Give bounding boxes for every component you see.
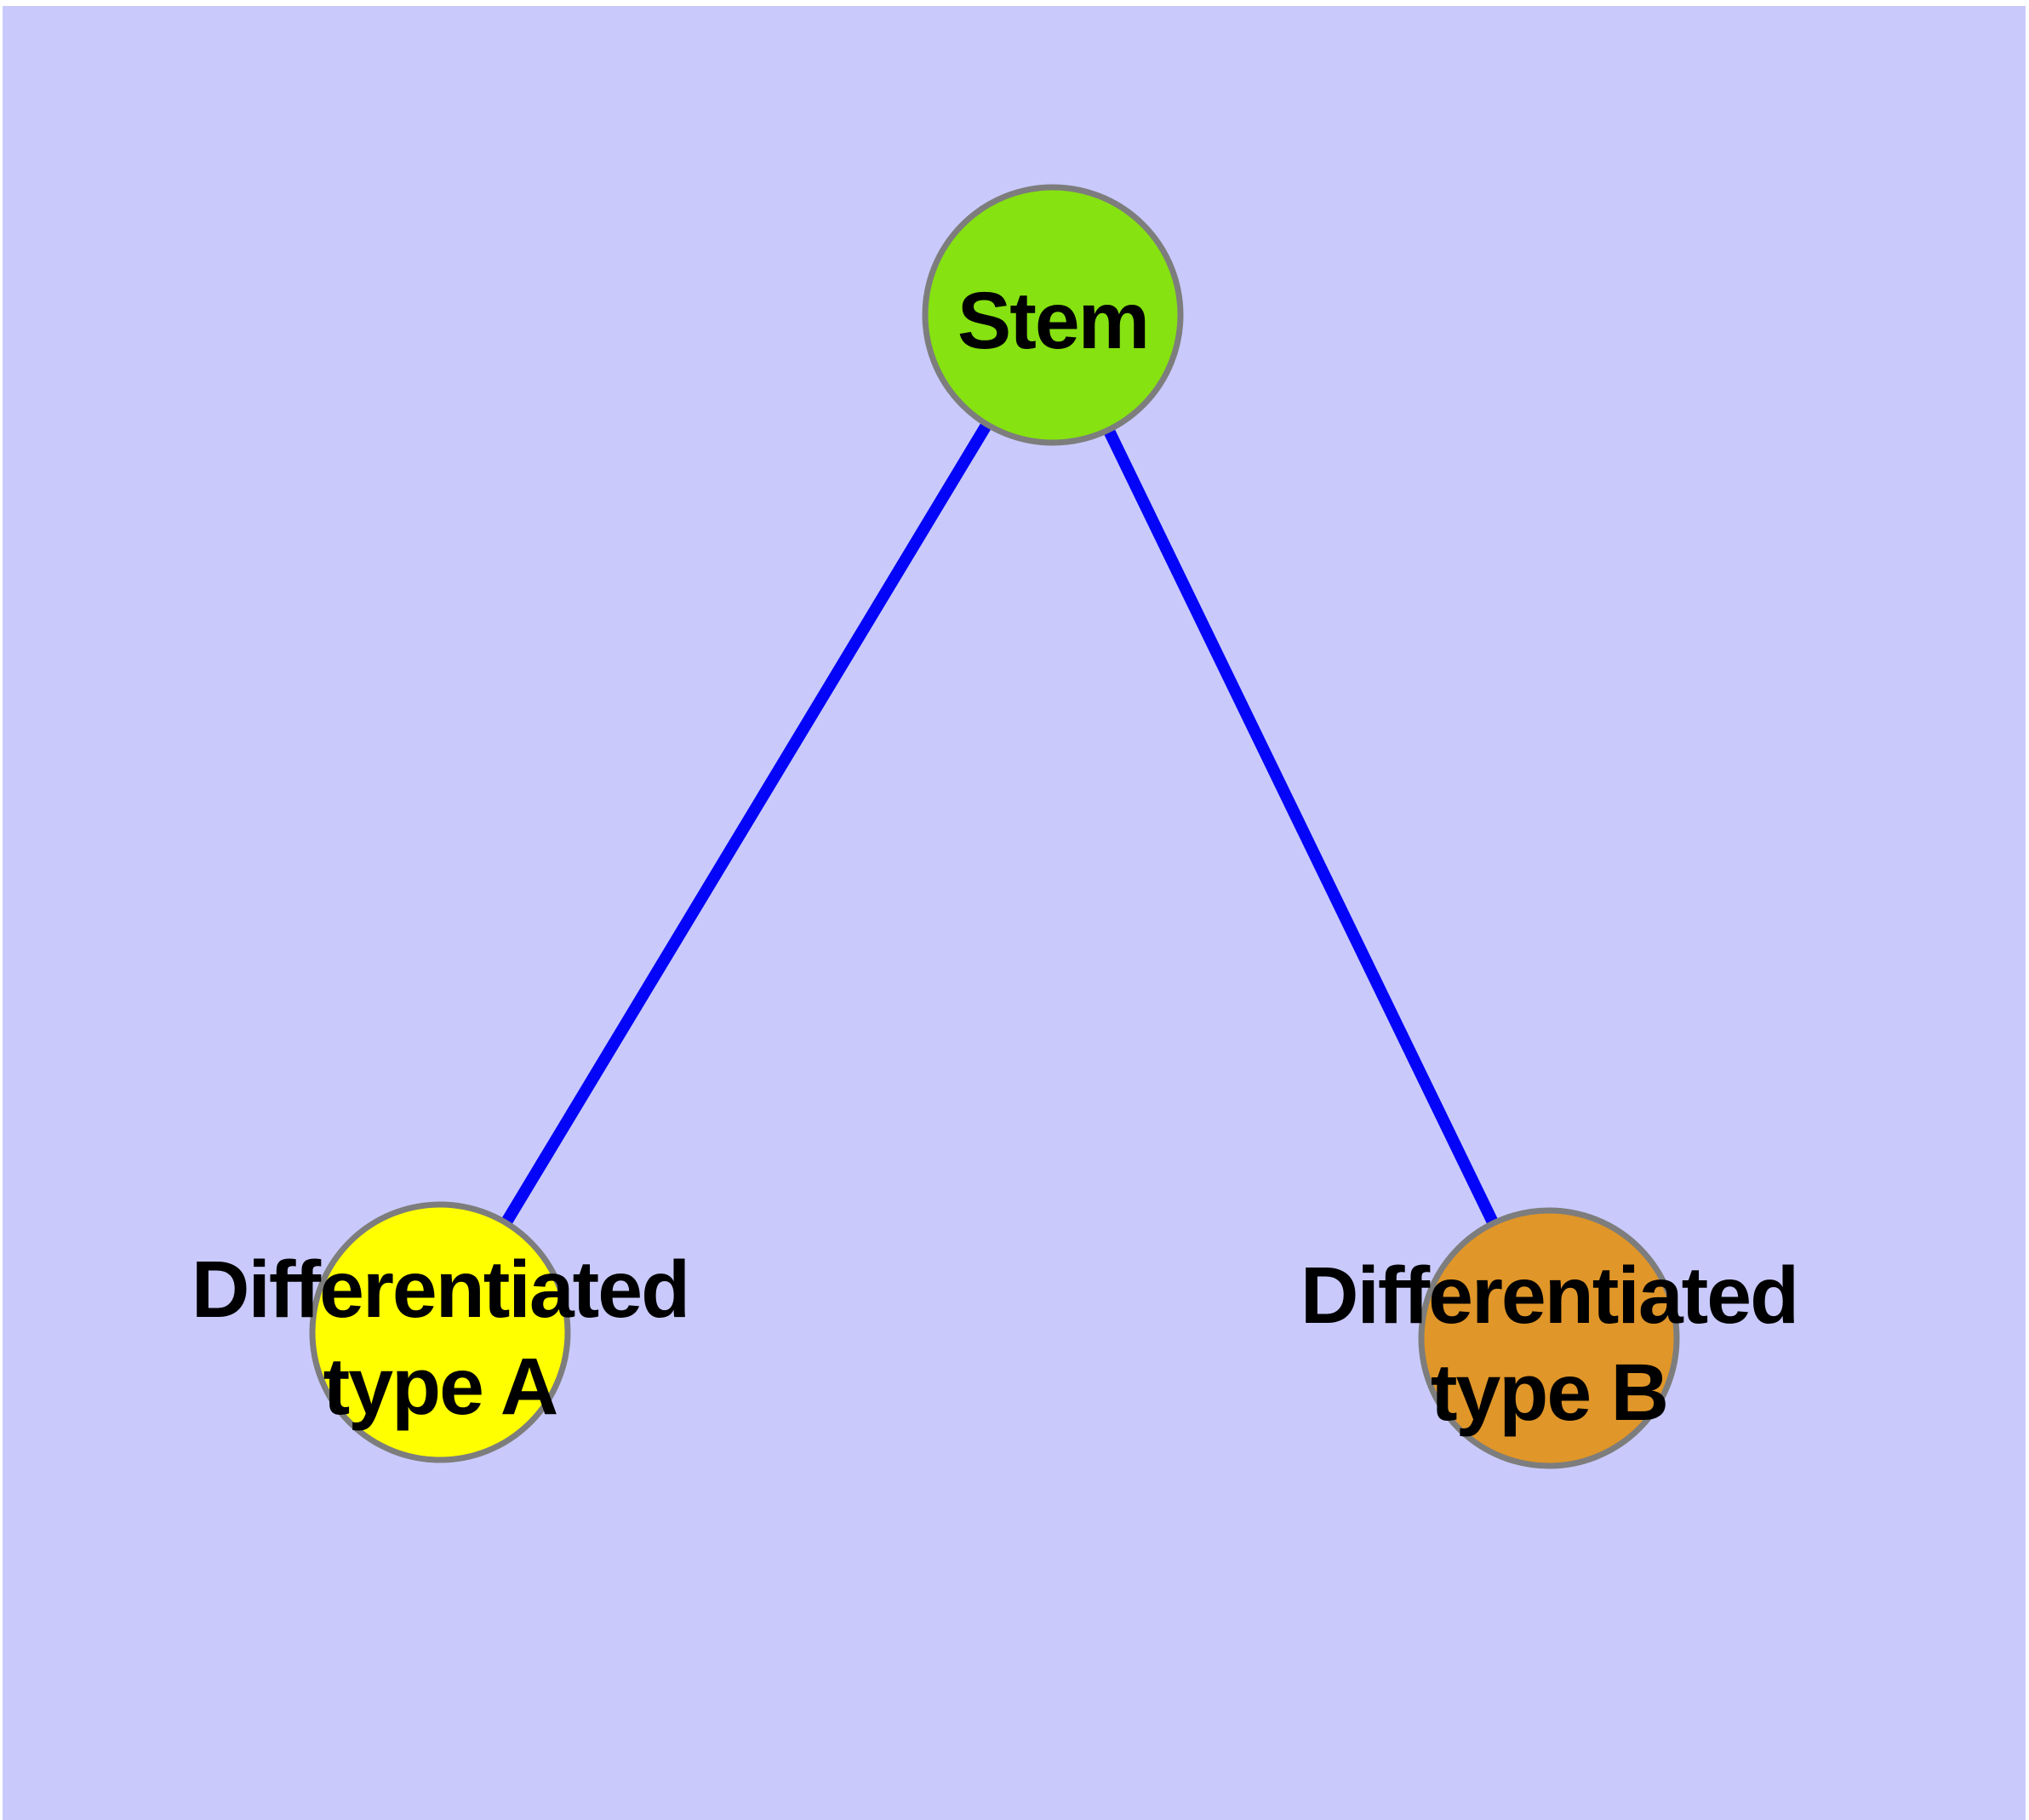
diagram-canvas: Stem Differentiated type A Differentiate… — [3, 6, 2026, 1820]
node-differentiated-type-b — [1418, 1207, 1680, 1469]
node-stem — [922, 184, 1184, 446]
edge-stem-to-type-b — [1047, 312, 1555, 1342]
graph-svg — [309, 184, 1680, 1469]
edge-stem-to-type-a — [435, 312, 1058, 1336]
node-differentiated-type-a — [309, 1201, 571, 1463]
